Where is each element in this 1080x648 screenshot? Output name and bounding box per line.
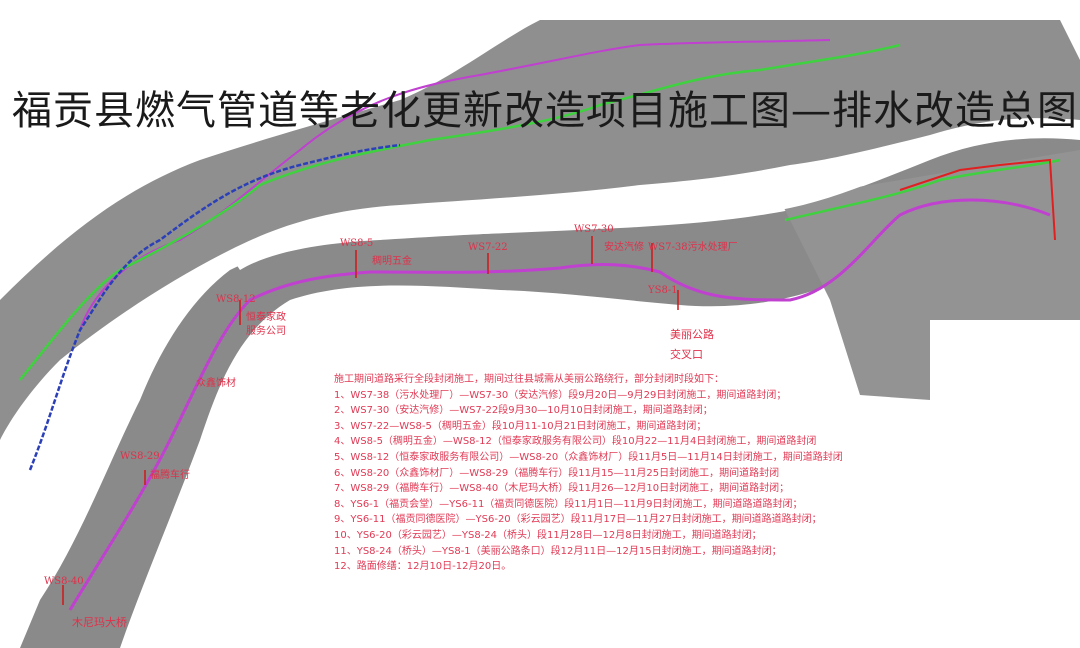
notes-item: 11、YS8-24（桥头）—YS8-1（美丽公路条口）段12月11日—12月15… [334, 545, 782, 557]
notes-item: 1、WS7-38（污水处理厂）—WS7-30（安达汽修）段9月20日—9月29日… [334, 389, 787, 401]
river [230, 145, 960, 270]
landmark-label-futeng: 福腾车行 [150, 470, 190, 481]
notes-item: 7、WS8-29（福腾车行）—WS8-40（木尼玛大桥）段11月26—12月10… [334, 483, 790, 495]
notes-item: 10、YS6-20（彩云园艺）—YS8-24（桥头）段11月28日—12月8日封… [334, 529, 762, 541]
green-route [19, 43, 1061, 381]
north-bank-land [0, 20, 1080, 440]
node-label-ws8-12: WS8-12 [216, 294, 256, 305]
notes-item: 5、WS8-12（恒泰家政服务有限公司）—WS8-20（众鑫饰材厂）段11月5日… [334, 451, 843, 463]
node-label-ys8-1: YS8-1 [648, 285, 678, 296]
blue-route [28, 143, 401, 471]
junction-label-2: 交叉口 [670, 348, 703, 361]
landmark-label-chouming: 稠明五金 [372, 256, 412, 267]
node-label-ws8-40: WS8-40 [44, 576, 84, 587]
landmark-label-anda: 安达汽修 [604, 242, 644, 253]
closure-schedule-notes: 施工期间道路采行全段封闭施工，期间过往县城需从美丽公路绕行，部分封闭时段如下： … [334, 372, 843, 575]
node-markers [62, 236, 679, 605]
node-label-ws8-5: WS8-5 [340, 238, 374, 249]
notes-intro: 施工期间道路采行全段封闭施工，期间过往县城需从美丽公路绕行，部分封闭时段如下： [334, 374, 724, 385]
drain-route-main [68, 198, 1051, 611]
map-title: 福贡县燃气管道等老化更新改造项目施工图—排水改造总图 [12, 88, 1078, 134]
east-district-land [780, 150, 1080, 400]
notes-item: 4、WS8-5（稠明五金）—WS8-12（恒泰家政服务有限公司）段10月22—1… [334, 436, 817, 448]
notes-item: 6、WS8-20（众鑫饰材厂）—WS8-29（福腾车行）段11月15—11月25… [334, 467, 780, 479]
node-label-ws7-22: WS7-22 [468, 242, 508, 253]
notes-item: 3、WS7-22—WS8-5（稠明五金）段10月11-10月21日封闭施工，期间… [334, 420, 707, 432]
red-route [899, 158, 1056, 241]
bridge-label: 木尼玛大桥 [72, 616, 127, 629]
landmark-label-hengtai-1: 恒泰家政 [246, 312, 286, 323]
notes-item: 9、YS6-11（福贡同德医院）—YS6-20（彩云园艺）段11月17日—11月… [334, 514, 822, 526]
notes-item: 8、YS6-1（福贡会堂）—YS6-11（福贡同德医院）段11月1日—11月9日… [334, 498, 803, 510]
notes-item: 12、路面修缮：12月10日-12月20日。 [334, 561, 512, 573]
node-label-ws8-29: WS8-29 [120, 451, 160, 462]
node-label-ws7-30: WS7-30 [574, 224, 614, 235]
landmark-label-hengtai-2: 服务公司 [246, 326, 286, 337]
landmark-label-zhongxin: 众鑫饰材 [196, 378, 236, 389]
junction-label-1: 美丽公路 [670, 328, 714, 341]
notes-item: 2、WS7-30（安达汽修）—WS7-22段9月30—10月10日封闭施工，期间… [334, 405, 713, 417]
node-label-ws7-38: WS7-38污水处理厂 [648, 242, 738, 253]
